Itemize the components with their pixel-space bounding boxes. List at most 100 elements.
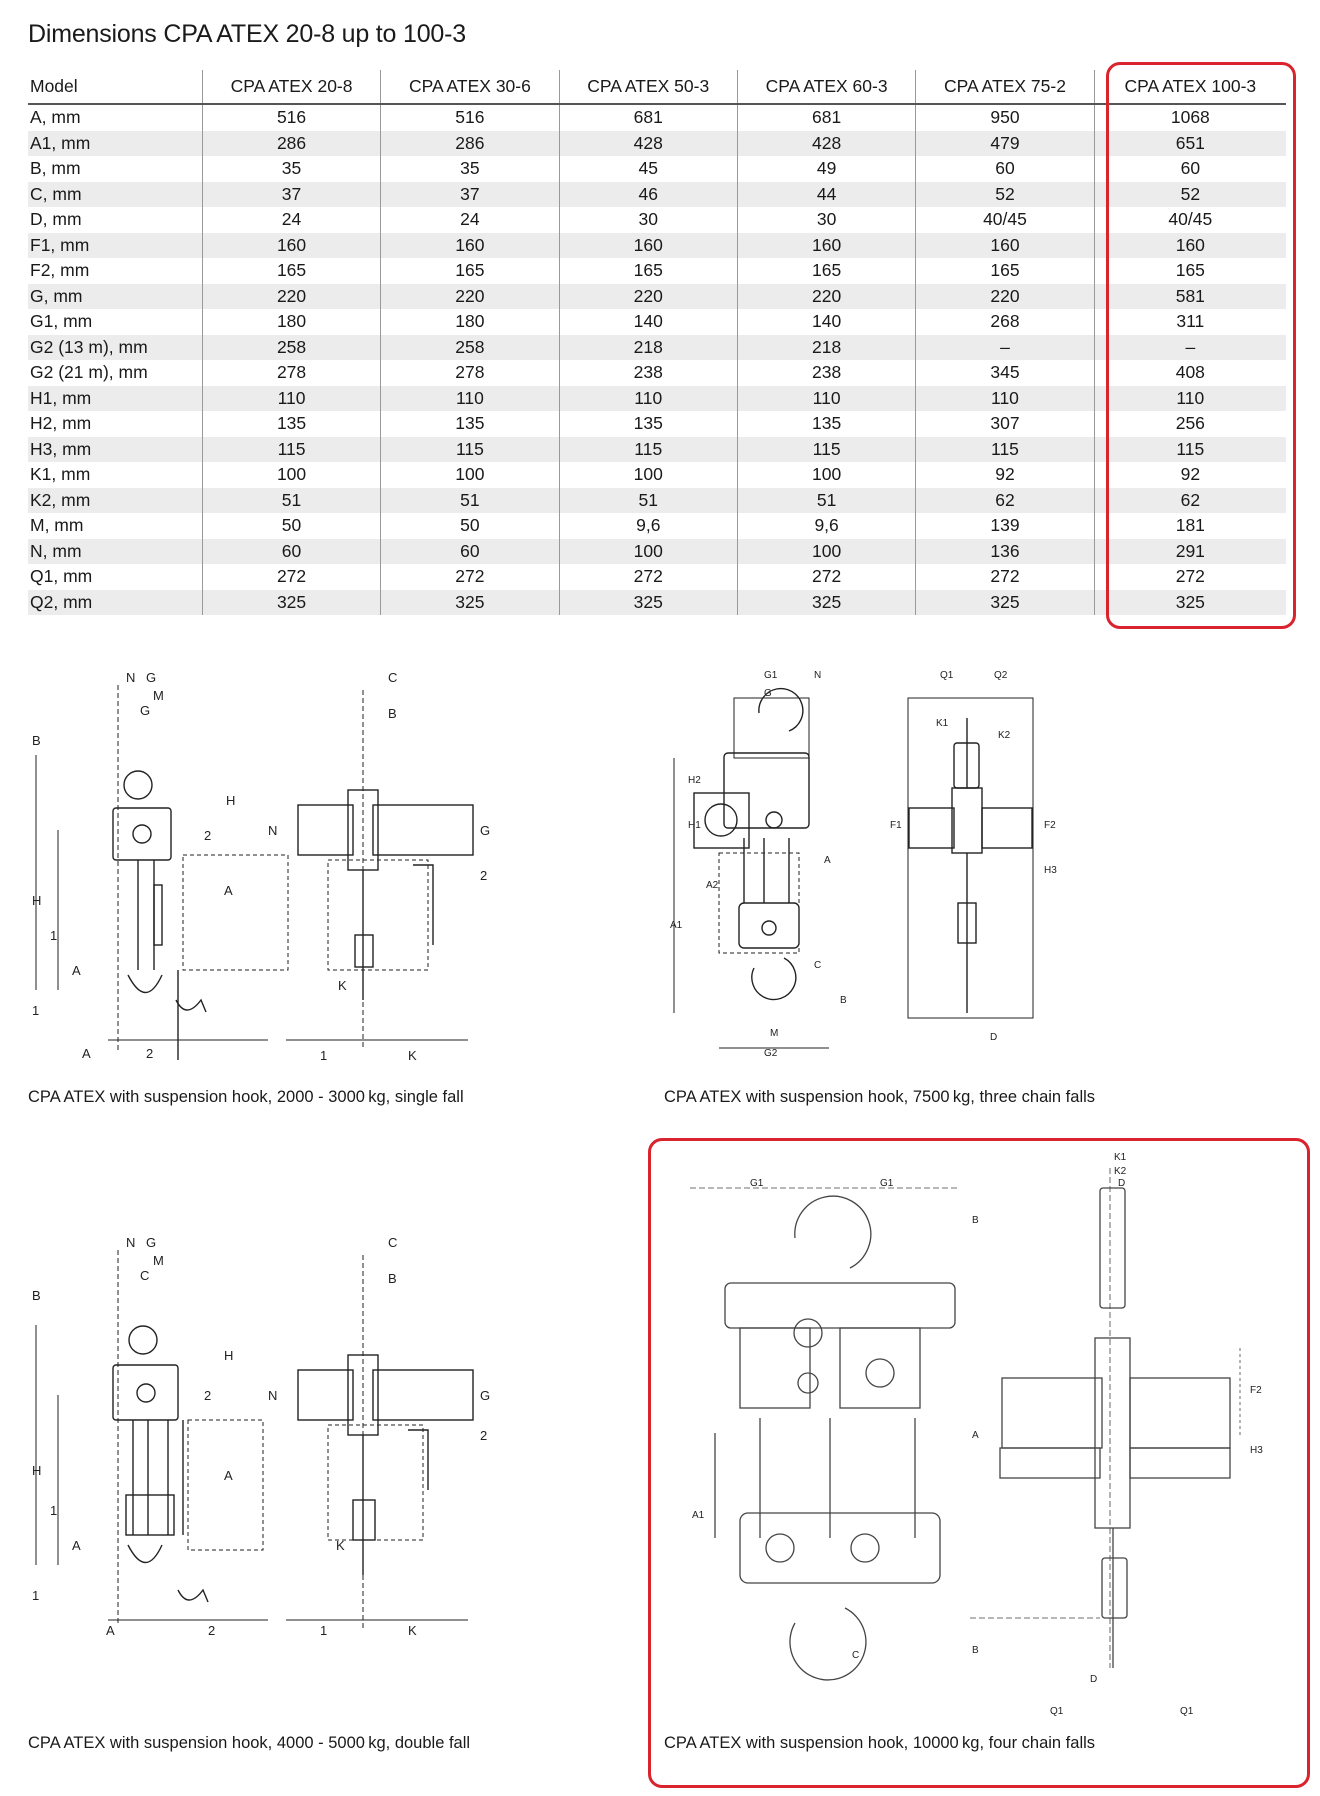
row-label: C, mm: [28, 181, 203, 207]
table-cell: 258: [201, 334, 381, 360]
table-cell: 135: [736, 411, 916, 437]
dim-label: A: [72, 1538, 81, 1553]
table-cell: 100: [558, 462, 738, 488]
highlight-box-table-column: [1106, 62, 1296, 629]
dim-label: 1: [50, 1503, 57, 1518]
table-cell: 50: [380, 513, 560, 539]
table-cell: 115: [1093, 436, 1286, 462]
table-cell: 238: [736, 360, 916, 386]
dim-label: Q1: [1050, 1706, 1064, 1717]
table-cell: 278: [380, 360, 560, 386]
table-cell: 408: [1093, 360, 1286, 386]
dim-label: 2: [480, 868, 487, 883]
dim-label: B: [32, 1288, 41, 1303]
table-cell: 950: [915, 104, 1095, 131]
dim-label: F2: [1250, 1385, 1262, 1396]
dim-label: A: [824, 855, 831, 866]
table-cell: 272: [736, 564, 916, 590]
dim-label: B: [972, 1645, 979, 1656]
table-cell: 115: [736, 436, 916, 462]
row-label: Q2, mm: [28, 589, 203, 615]
table-cell: 110: [380, 385, 560, 411]
dim-label: K2: [1114, 1166, 1127, 1177]
table-cell: 115: [558, 436, 738, 462]
dim-label: C: [388, 1235, 397, 1250]
table-cell: 51: [736, 487, 916, 513]
dim-label: K: [408, 1623, 417, 1638]
dim-label: G: [146, 670, 156, 685]
table-cell: 100: [736, 538, 916, 564]
table-cell: 311: [1093, 309, 1286, 335]
dim-label: N: [814, 670, 821, 681]
table-cell: 46: [558, 181, 738, 207]
table-cell: 60: [915, 156, 1095, 182]
column-header: CPA ATEX 60-3: [736, 70, 916, 105]
table-cell: 272: [380, 564, 560, 590]
table-cell: 220: [558, 283, 738, 309]
dim-label: B: [388, 1271, 397, 1286]
table-cell: 49: [736, 156, 916, 182]
dim-label: 1: [32, 1588, 39, 1603]
dim-label: Q1: [1180, 1706, 1194, 1717]
caption-single-fall: CPA ATEX with suspension hook, 2000 - 30…: [28, 1088, 464, 1106]
column-header: CPA ATEX 75-2: [915, 70, 1095, 105]
table-cell: 428: [736, 130, 916, 156]
dimensions-table: Model CPA ATEX 20-8 CPA ATEX 30-6 CPA AT…: [28, 70, 1286, 615]
dim-label: 2: [204, 828, 211, 843]
table-cell: 37: [380, 181, 560, 207]
table-cell: 160: [380, 232, 560, 258]
row-label: Q1, mm: [30, 566, 93, 587]
table-cell: 220: [915, 283, 1095, 309]
dim-label: H: [32, 1463, 41, 1478]
row-label: B, mm: [30, 158, 81, 179]
dim-label: A: [82, 1046, 91, 1061]
dim-label: M: [153, 688, 164, 703]
table-cell: 291: [1093, 538, 1286, 564]
row-label: G1, mm: [30, 311, 93, 332]
column-header: CPA ATEX 30-6: [380, 70, 560, 105]
row-label: A, mm: [30, 107, 81, 128]
row-label: H2, mm: [30, 413, 92, 434]
table-cell: 160: [558, 232, 738, 258]
table-cell: 165: [380, 258, 560, 284]
table-cell: 181: [1093, 513, 1286, 539]
dim-label: G2: [764, 1048, 778, 1058]
table-cell: 180: [201, 309, 381, 335]
table-cell: 516: [380, 104, 560, 131]
table-cell: 218: [736, 334, 916, 360]
table-cell: 100: [380, 462, 560, 488]
dim-label: H3: [1250, 1445, 1263, 1456]
column-header: CPA ATEX 100-3: [1093, 70, 1286, 105]
row-label: D, mm: [30, 209, 82, 230]
dim-label: F2: [1044, 820, 1056, 831]
dim-label: H: [32, 893, 41, 908]
table-cell: 325: [1093, 589, 1286, 615]
dim-label: D: [990, 1032, 997, 1043]
table-cell: 1068: [1093, 104, 1286, 131]
caption-double-fall: CPA ATEX with suspension hook, 4000 - 50…: [28, 1734, 471, 1752]
table-cell: 272: [915, 564, 1095, 590]
table-cell: 9,6: [736, 513, 916, 539]
table-cell: 286: [380, 130, 560, 156]
table-cell: 30: [558, 207, 738, 233]
table-cell: 136: [915, 538, 1095, 564]
dim-label: K: [336, 1538, 345, 1553]
column-header: CPA ATEX 20-8: [201, 70, 381, 105]
table-cell: 272: [201, 564, 381, 590]
table-cell: 238: [558, 360, 738, 386]
dim-label: G: [480, 1388, 490, 1403]
dim-label: H2: [688, 775, 701, 786]
table-cell: 110: [915, 385, 1095, 411]
table-cell: 24: [201, 207, 381, 233]
table-cell: 40/45: [915, 207, 1095, 233]
dim-label: C: [814, 960, 821, 971]
table-cell: 160: [1093, 232, 1286, 258]
